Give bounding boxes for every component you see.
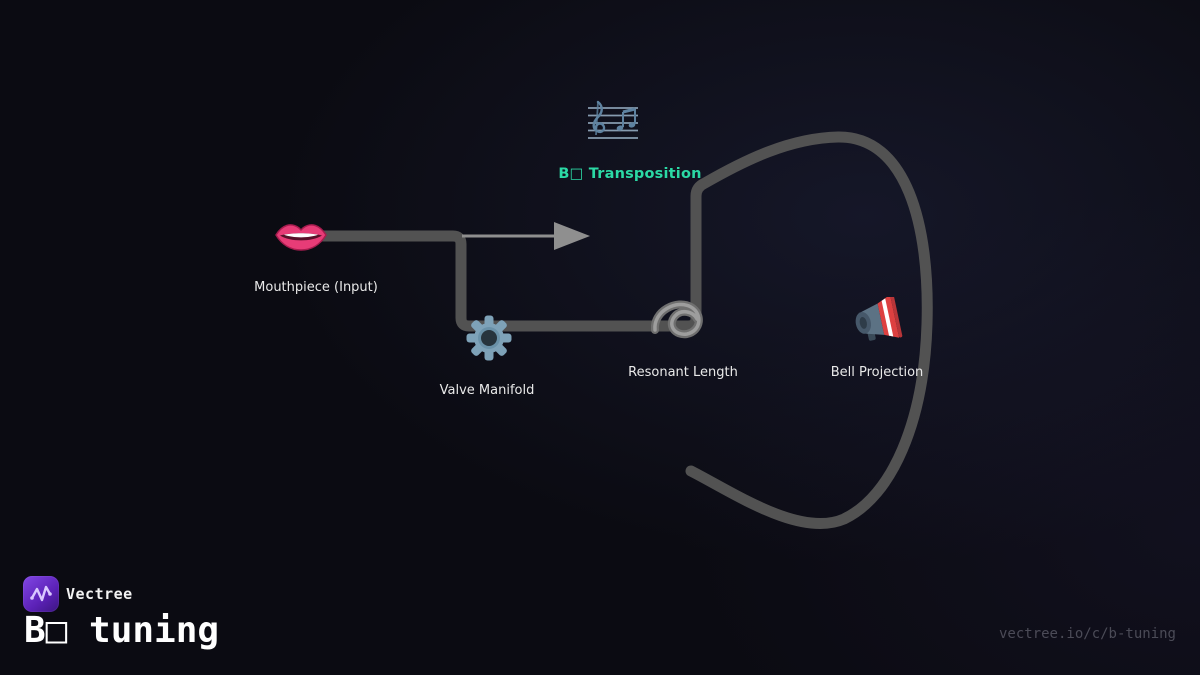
instrument-tube	[316, 131, 933, 529]
page-title: B□ tuning	[24, 610, 220, 651]
vectree-logo	[23, 576, 59, 612]
transposition-label: B□ Transposition	[558, 166, 702, 182]
gear-icon	[466, 315, 512, 365]
node-label-bell-projection: Bell Projection	[830, 365, 924, 380]
node-label-valve-manifold: Valve Manifold	[439, 383, 535, 398]
airflow-arrow	[462, 222, 590, 250]
vectree-logo-icon	[30, 585, 52, 602]
share-url: vectree.io/c/b-tuning	[998, 626, 1176, 642]
node-label-mouthpiece: Mouthpiece (Input)	[254, 280, 378, 295]
megaphone-icon	[851, 294, 903, 347]
lips-icon	[275, 221, 327, 255]
node-label-resonant-length: Resonant Length	[628, 365, 738, 380]
curly-loop-icon	[651, 297, 707, 345]
musical-score-icon	[582, 98, 642, 150]
brand-name: Vectree	[66, 585, 133, 603]
